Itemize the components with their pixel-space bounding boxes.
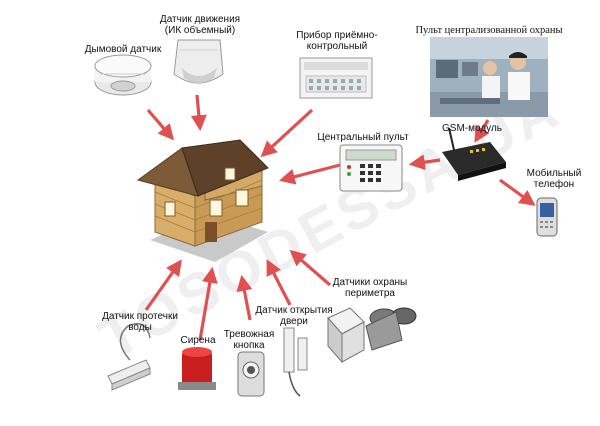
label-central-monitoring: Пульт централизованной охраны <box>404 25 574 36</box>
water-leak-sensor-icon <box>107 323 151 391</box>
arrow-monitoring-to-gsm <box>474 119 490 143</box>
label-control-panel: Прибор приёмно- контрольный <box>282 30 392 52</box>
arrow-siren-to-house <box>198 266 218 341</box>
label-central-console-text: Центральный пульт <box>317 132 409 143</box>
label-door-sensor-line2: двери <box>280 316 308 327</box>
label-perimeter-sensors: Датчики охраны периметра <box>320 277 420 299</box>
arrow-gsm-to-mobile <box>499 178 536 206</box>
label-motion-detector-line2: (ИК объемный) <box>164 25 236 36</box>
label-mobile-phone-line1: Мобильный <box>526 168 582 179</box>
mobile-phone-icon <box>536 197 558 237</box>
label-siren-text: Сирена <box>180 335 216 346</box>
arrow-panic-to-house <box>236 274 253 321</box>
arrow-motion-to-house <box>190 94 207 132</box>
arrow-gsm-to-console <box>408 154 441 171</box>
label-mobile-phone-line2: телефон <box>533 179 575 190</box>
label-door-sensor-line1: Датчик открытия <box>255 305 333 316</box>
door-sensor-icon <box>283 327 308 397</box>
house-icon <box>136 139 269 262</box>
label-perimeter-sensors-line1: Датчики охраны <box>332 277 408 288</box>
monitoring-center-photo <box>430 37 548 117</box>
arrow-perimeter-to-house <box>289 249 332 287</box>
label-gsm-module-text: GSM-модуль <box>442 123 502 134</box>
label-control-panel-line1: Прибор приёмно- <box>296 30 378 41</box>
arrow-panel-to-house <box>260 108 314 158</box>
siren-icon <box>178 347 216 390</box>
label-panic-button: Тревожная кнопка <box>214 329 284 351</box>
central-console-icon <box>339 144 403 192</box>
motion-sensor-icon <box>173 39 224 84</box>
label-leak-sensor-line2: воды <box>128 322 152 333</box>
label-smoke-detector-text: Дымовой датчик <box>84 44 162 55</box>
label-perimeter-sensors-line2: периметра <box>345 288 395 299</box>
arrows <box>144 94 536 341</box>
panic-button-icon <box>237 351 265 397</box>
arrow-console-to-house <box>278 163 341 185</box>
perimeter-sensors-icon <box>327 307 417 364</box>
label-central-console: Центральный пульт <box>308 132 418 143</box>
label-central-monitoring-text: Пульт централизованной охраны <box>415 25 563 36</box>
arrow-leak-to-house <box>144 259 182 311</box>
label-mobile-phone: Мобильный телефон <box>514 168 594 190</box>
label-motion-detector-line1: Датчик движения <box>159 14 241 25</box>
smoke-detector-icon <box>94 54 152 96</box>
arrow-smoke-to-house <box>146 108 175 141</box>
label-panic-button-line2: кнопка <box>233 340 265 351</box>
gsm-module-icon <box>442 127 506 181</box>
arrow-door-to-house <box>266 259 292 306</box>
label-motion-detector: Датчик движения (ИК объемный) <box>140 14 260 36</box>
label-siren: Сирена <box>168 335 228 346</box>
label-panic-button-line1: Тревожная <box>223 329 275 340</box>
label-door-sensor: Датчик открытия двери <box>244 305 344 327</box>
label-leak-sensor-line1: Датчик протечки <box>102 311 178 322</box>
label-smoke-detector: Дымовой датчик <box>68 44 178 55</box>
label-leak-sensor: Датчик протечки воды <box>90 311 190 333</box>
label-gsm-module: GSM-модуль <box>432 123 512 134</box>
control-panel-device-icon <box>299 57 373 99</box>
label-control-panel-line2: контрольный <box>306 41 368 52</box>
